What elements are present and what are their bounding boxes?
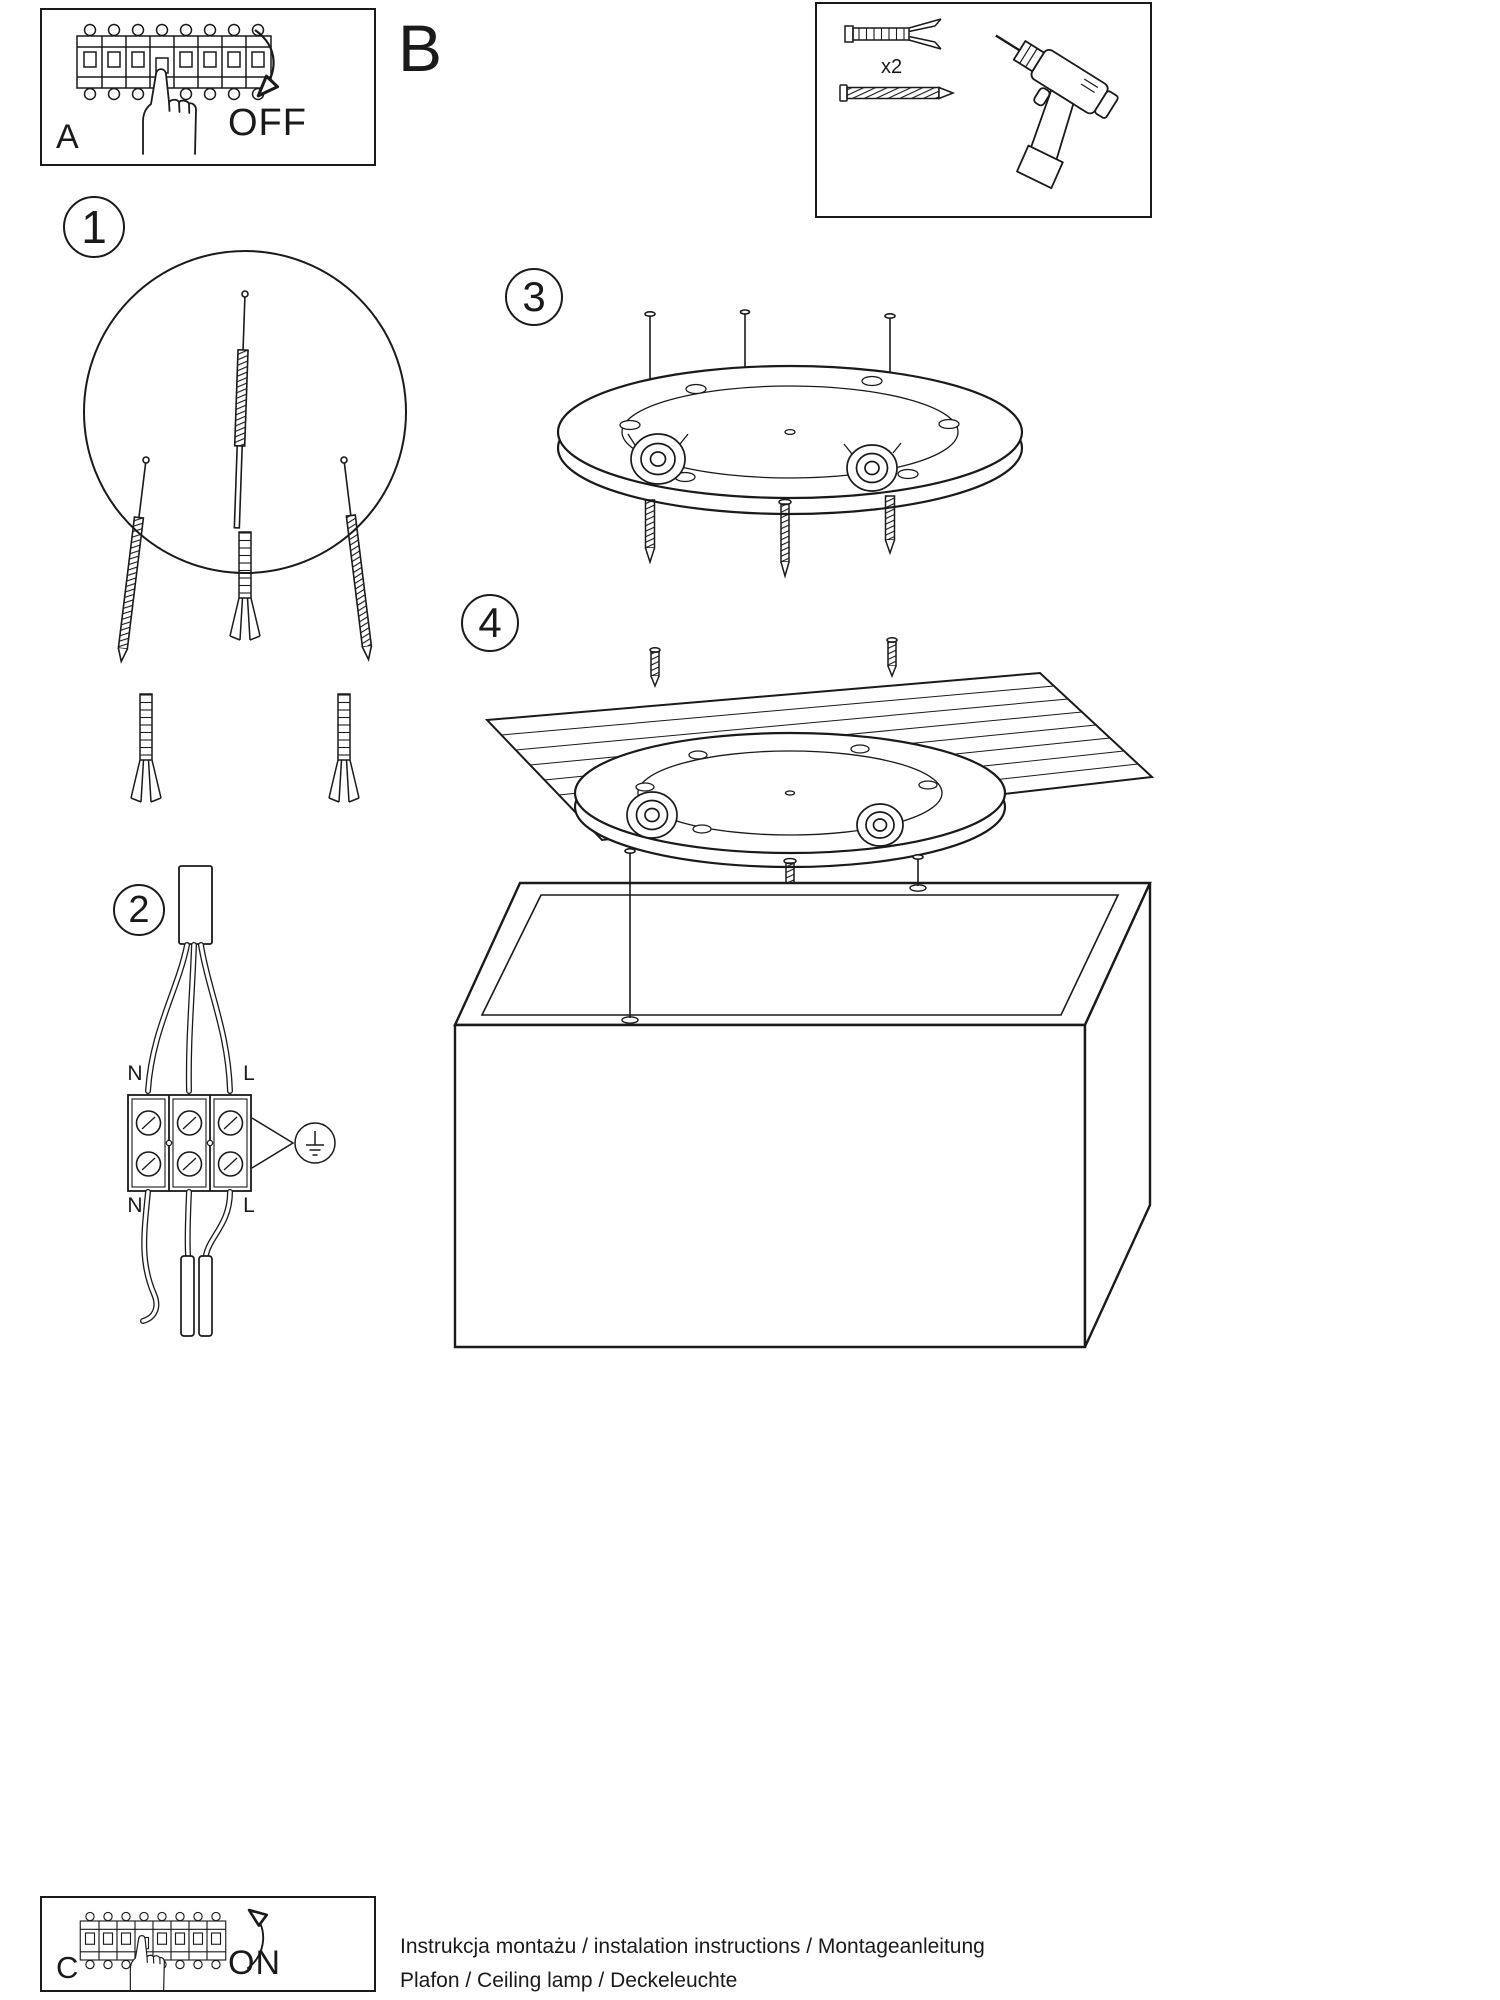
step-3-number: 3 — [522, 273, 546, 320]
anchor-installation-illustration — [83, 250, 407, 803]
switch-on-label: ON — [228, 1944, 281, 1982]
plug-quantity-label: x2 — [881, 56, 903, 78]
section-b-label: B — [398, 11, 443, 85]
switch-off-arrow-icon — [240, 26, 284, 100]
step-1-badge: 1 — [63, 196, 125, 258]
step-2-number: 2 — [128, 888, 150, 931]
footer-product-line: Plafon / Ceiling lamp / Deckeleuchte — [400, 1969, 738, 1992]
pointing-hand-icon — [129, 1935, 165, 1991]
switch-off-label: OFF — [228, 102, 307, 144]
step-2-badge: 2 — [113, 884, 165, 936]
canopy-assembly-illustration — [556, 309, 1024, 579]
pointing-hand-icon — [142, 68, 197, 155]
footer-instructions-line: Instrukcja montażu / instalation instruc… — [400, 1935, 985, 1958]
terminal-n-bottom-label: N — [127, 1194, 143, 1217]
terminal-n-top-label: N — [127, 1062, 143, 1085]
panel-c: C ON — [40, 1896, 376, 1992]
step-4-number: 4 — [478, 599, 502, 646]
wiring-illustration — [127, 865, 336, 1337]
terminal-l-top-label: L — [243, 1062, 255, 1085]
shade-mounting-illustration — [453, 637, 1155, 1349]
panel-a: A OFF — [40, 8, 376, 166]
wall-plug-icon — [844, 18, 942, 50]
hardware-box: x2 — [815, 2, 1152, 218]
step-4-badge: 4 — [461, 594, 519, 652]
drill-icon — [995, 34, 1119, 190]
step-1-number: 1 — [81, 201, 107, 253]
terminal-l-bottom-label: L — [243, 1194, 255, 1217]
panel-c-label: C — [56, 1950, 79, 1985]
screw-icon — [839, 84, 954, 102]
step-3-badge: 3 — [505, 268, 563, 326]
panel-a-label: A — [56, 118, 79, 156]
footer: Instrukcja montażu / instalation instruc… — [400, 1930, 985, 1998]
